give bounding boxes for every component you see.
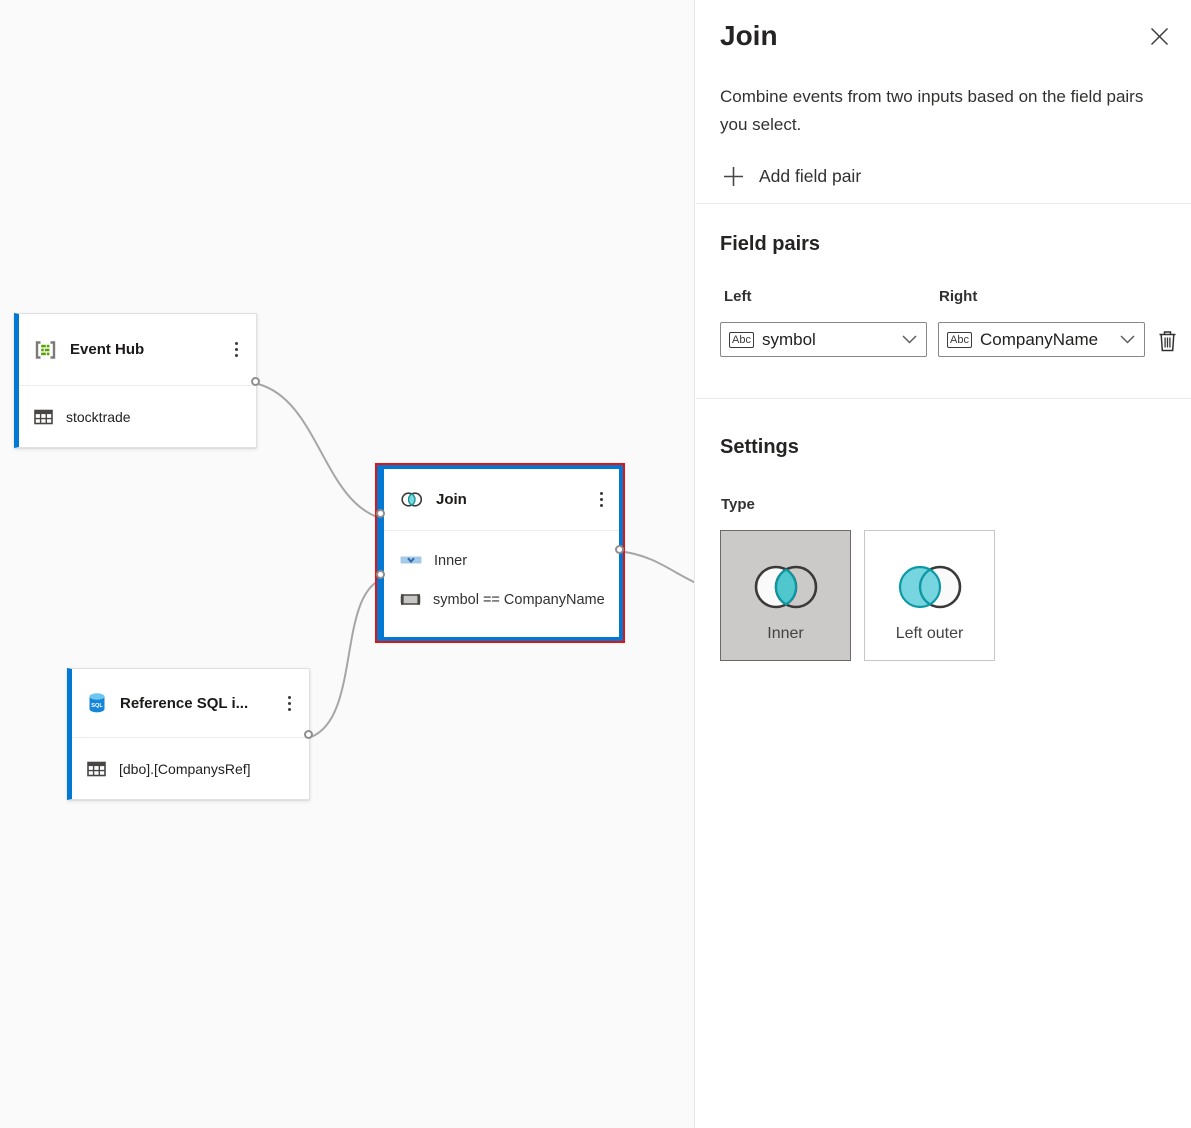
right-field-dropdown[interactable]: Abc CompanyName <box>938 322 1145 357</box>
right-column-label: Right <box>939 288 978 305</box>
node-reference-sql[interactable]: SQL Reference SQL i... [dbo].[CompanysRe… <box>67 668 310 800</box>
join-type-option-label: Inner <box>767 625 804 642</box>
join-settings-panel: Join Combine events from two inputs base… <box>696 0 1191 1128</box>
divider <box>696 203 1191 204</box>
node-menu-button[interactable] <box>594 488 609 511</box>
join-type-option-label: Left outer <box>895 625 964 642</box>
node-menu-button[interactable] <box>282 692 297 715</box>
left-column-label: Left <box>724 288 752 305</box>
type-label: Type <box>721 496 755 513</box>
diagram-canvas[interactable]: Event Hub stocktrade S <box>0 0 695 1128</box>
node-table-name: [dbo].[CompanysRef] <box>119 760 251 777</box>
join-type-text: Inner <box>434 552 468 569</box>
left-field-value: symbol <box>761 329 816 349</box>
port-join-output[interactable] <box>615 545 624 554</box>
port-event-hub-output[interactable] <box>251 377 260 386</box>
node-title: Event Hub <box>70 341 145 358</box>
field-type-abc-badge: Abc <box>729 331 754 348</box>
node-reference-sql-header: SQL Reference SQL i... <box>72 669 309 738</box>
left-outer-join-venn-icon <box>898 565 961 609</box>
right-field-value: CompanyName <box>979 329 1099 349</box>
plus-icon <box>723 166 744 187</box>
field-pairs-heading: Field pairs <box>720 233 821 255</box>
port-join-input-top[interactable] <box>376 509 385 518</box>
join-condition-text: symbol == CompanyName <box>433 591 605 608</box>
panel-title: Join <box>720 20 778 51</box>
sql-database-icon: SQL <box>87 692 107 714</box>
field-pair-icon <box>400 593 421 606</box>
node-event-hub-table-row: stocktrade <box>19 386 256 447</box>
node-table-name: stocktrade <box>66 408 131 425</box>
node-menu-button[interactable] <box>229 338 244 361</box>
join-condition-row: symbol == CompanyName <box>384 580 619 619</box>
add-field-pair-button[interactable]: Add field pair <box>723 166 861 187</box>
table-icon <box>34 409 53 425</box>
node-event-hub[interactable]: Event Hub stocktrade <box>14 313 257 448</box>
add-field-pair-label: Add field pair <box>759 166 862 186</box>
divider <box>696 398 1191 399</box>
join-type-icon <box>400 555 422 566</box>
trash-icon <box>1159 331 1175 352</box>
node-title: Reference SQL i... <box>120 694 249 712</box>
inner-join-venn-icon <box>754 565 817 609</box>
node-event-hub-header: Event Hub <box>19 314 256 386</box>
close-icon[interactable] <box>1147 24 1171 48</box>
field-type-abc-badge: Abc <box>947 331 972 348</box>
node-reference-sql-table-row: [dbo].[CompanysRef] <box>72 738 309 799</box>
port-reference-sql-output[interactable] <box>304 730 313 739</box>
chevron-down-icon <box>902 335 917 344</box>
settings-heading: Settings <box>720 436 799 458</box>
svg-text:SQL: SQL <box>91 703 103 709</box>
table-icon <box>87 761 106 777</box>
left-field-dropdown[interactable]: Abc symbol <box>720 322 927 357</box>
node-join-header: Join <box>384 469 619 531</box>
join-type-option-left-outer[interactable]: Left outer <box>864 530 995 661</box>
panel-description: Combine events from two inputs based on … <box>720 87 1144 134</box>
join-type-row: Inner <box>384 541 619 580</box>
event-hub-icon <box>34 339 57 361</box>
chevron-down-icon <box>1120 335 1135 344</box>
port-join-input-bottom[interactable] <box>376 570 385 579</box>
node-title: Join <box>436 491 467 508</box>
node-join-selected[interactable]: Join Inner <box>375 463 625 643</box>
join-venn-icon <box>400 491 423 508</box>
delete-field-pair-button[interactable] <box>1155 328 1179 354</box>
join-type-option-inner[interactable]: Inner <box>720 530 851 661</box>
